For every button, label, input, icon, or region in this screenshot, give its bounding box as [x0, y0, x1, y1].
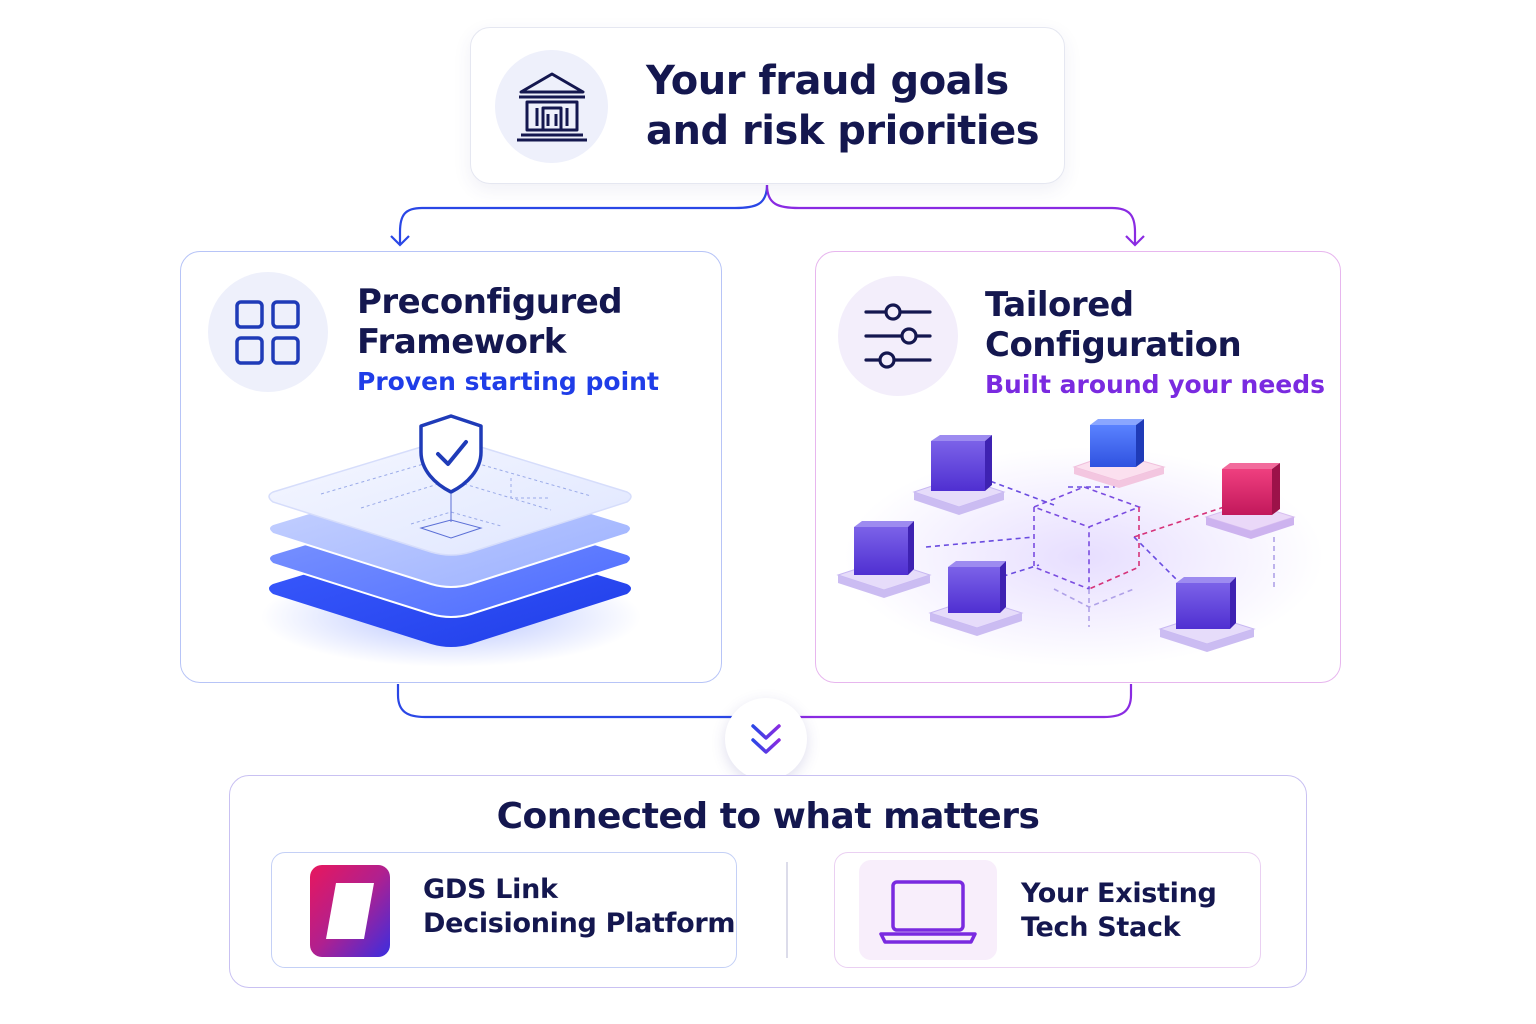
block-purple-4	[1158, 577, 1256, 652]
gds-link-label: GDS Link Decisioning Platform	[423, 873, 736, 941]
tech-stack-card: Your Existing Tech Stack	[834, 852, 1261, 968]
block-blue-1	[1072, 419, 1166, 488]
connected-blocks-illustration	[836, 419, 1324, 667]
fraud-goals-title: Your fraud goals and risk priorities	[646, 56, 1046, 156]
bank-icon	[517, 72, 587, 142]
fraud-goals-card: Your fraud goals and risk priorities	[470, 27, 1065, 184]
shield-layers-illustration	[261, 414, 641, 667]
tech-stack-label-line2: Tech Stack	[1021, 912, 1181, 943]
gds-link-label-line1: GDS Link	[423, 874, 558, 905]
block-purple-2	[836, 521, 932, 598]
block-magenta-1	[1204, 463, 1296, 539]
laptop-icon-box	[859, 860, 997, 960]
left-title-line2: Framework	[357, 322, 566, 362]
laptop-icon	[879, 880, 977, 944]
gds-link-card: GDS Link Decisioning Platform	[271, 852, 737, 968]
tailored-configuration-card: Tailored Configuration Built around your…	[815, 251, 1341, 683]
block-purple-3	[928, 561, 1024, 636]
right-title-line1: Tailored	[985, 285, 1134, 325]
tailored-configuration-subtitle: Built around your needs	[985, 370, 1326, 399]
preconfigured-framework-title: Preconfigured Framework	[357, 282, 717, 362]
tech-stack-label: Your Existing Tech Stack	[1021, 877, 1217, 945]
block-purple-1	[912, 435, 1006, 515]
shield-check-icon	[419, 414, 483, 494]
bottom-divider	[786, 862, 788, 958]
gds-link-label-line2: Decisioning Platform	[423, 908, 736, 939]
connected-card: Connected to what matters GDS Link Decis…	[229, 775, 1307, 988]
sliders-icon-circle	[838, 276, 958, 396]
grid-icon-circle	[208, 272, 328, 392]
gds-link-logo	[310, 865, 390, 957]
fraud-goals-title-line2: and risk priorities	[646, 108, 1040, 154]
bank-icon-circle	[495, 50, 608, 163]
tailored-configuration-title: Tailored Configuration	[985, 285, 1335, 365]
sliders-icon	[864, 303, 932, 369]
fraud-goals-title-line1: Your fraud goals	[646, 58, 1009, 104]
connected-title: Connected to what matters	[496, 796, 1040, 837]
grid-icon	[235, 300, 300, 365]
left-title-line1: Preconfigured	[357, 282, 623, 322]
tech-stack-label-line1: Your Existing	[1021, 878, 1217, 909]
preconfigured-framework-card: Preconfigured Framework Proven starting …	[180, 251, 722, 683]
right-title-line2: Configuration	[985, 325, 1242, 365]
preconfigured-framework-subtitle: Proven starting point	[357, 367, 659, 396]
double-chevron-down-icon	[751, 724, 781, 754]
merge-chevron-circle	[725, 698, 807, 780]
